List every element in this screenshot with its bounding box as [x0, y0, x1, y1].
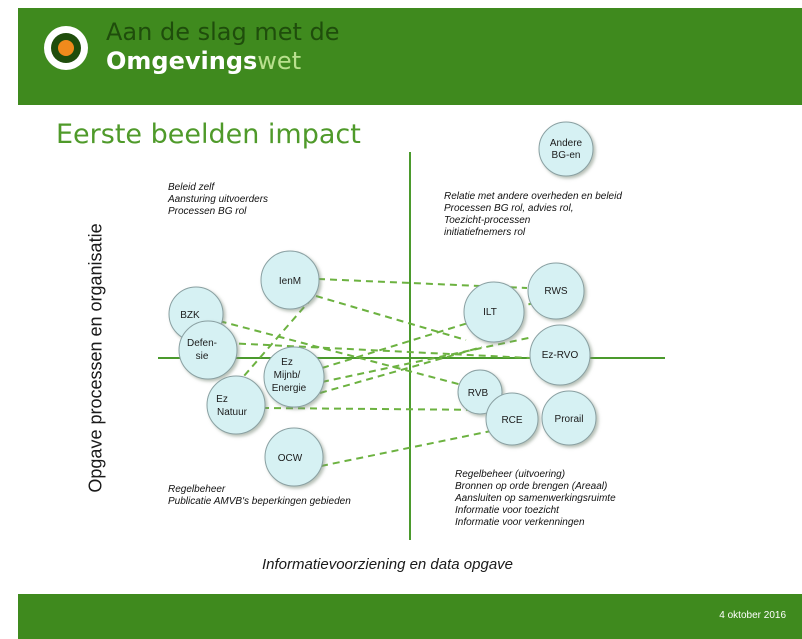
- quadrant-bottom-left-text: Regelbeheer Publicatie AMVB's beperkinge…: [168, 484, 351, 508]
- node-label: RCE: [501, 415, 522, 426]
- quadrant-line: Regelbeheer (uitvoering): [455, 469, 566, 480]
- node-label: ILT: [483, 307, 497, 318]
- link-defensie-ezrvo: [226, 342, 531, 359]
- node-label: OCW: [278, 453, 303, 464]
- node-ienm[interactable]: IenM: [260, 250, 320, 310]
- node-label: Ez-RVO: [542, 350, 579, 361]
- link-ienm-eznatuur: [229, 297, 313, 393]
- node-label: BZK: [180, 310, 200, 321]
- node-label: Energie: [272, 383, 307, 394]
- node-label: Defen-: [187, 338, 217, 349]
- node-ilt[interactable]: ILT: [463, 281, 525, 343]
- quadrant-line: Aansluiten op samenwerkingsruimte: [455, 493, 616, 504]
- node-defensie[interactable]: Defen- sie: [178, 320, 238, 380]
- footer-banner: 4 oktober 2016: [18, 594, 802, 639]
- quadrant-line: Regelbeheer: [168, 484, 226, 495]
- quadrant-line: Toezicht-processen: [444, 215, 531, 226]
- link-ezmijnb-ezrvo: [321, 336, 534, 383]
- quadrant-line: Bronnen op orde brengen (Areaal): [455, 481, 608, 492]
- quadrant-line: Processen BG rol, advies rol,: [444, 203, 574, 214]
- node-label: IenM: [279, 276, 301, 287]
- quadrant-line: Publicatie AMVB's beperkingen gebieden: [168, 496, 351, 507]
- node-ez-natuur[interactable]: Ez Natuur: [206, 375, 266, 435]
- node-label: Prorail: [555, 414, 584, 425]
- node-rce[interactable]: RCE: [485, 392, 539, 446]
- x-axis-label: Informatievoorziening en data opgave: [262, 556, 514, 573]
- node-andere-bg-en[interactable]: Andere BG-en: [538, 121, 594, 177]
- node-label: RVB: [468, 388, 489, 399]
- footer-date: 4 oktober 2016: [719, 610, 786, 621]
- logo-title-line1: Aan de slag met de: [106, 18, 340, 46]
- node-label: RWS: [544, 286, 567, 297]
- quadrant-top-left-text: Beleid zelf Aansturing uitvoerders Proce…: [168, 182, 268, 218]
- node-label: sie: [196, 351, 209, 362]
- quadrant-line: Informatie voor toezicht: [455, 505, 559, 516]
- quadrant-line: Relatie met andere overheden en beleid: [444, 191, 622, 202]
- node-label: BG-en: [552, 150, 581, 161]
- link-bzk-rvb: [207, 317, 463, 386]
- logo-title-line2: Omgevingswet: [106, 47, 301, 75]
- node-label: Andere: [550, 138, 583, 149]
- slide-title: Eerste beelden impact: [56, 119, 361, 150]
- node-ez-mijnb-energie[interactable]: Ez Mijnb/ Energie: [263, 346, 325, 408]
- header-banner: [18, 8, 802, 105]
- quadrant-line: Aansturing uitvoerders: [168, 194, 269, 205]
- quadrant-bottom-right-text: Regelbeheer (uitvoering) Bronnen op orde…: [455, 469, 616, 529]
- quadrant-line: Informatie voor verkenningen: [455, 517, 585, 528]
- node-rws[interactable]: RWS: [527, 262, 585, 320]
- node-ocw[interactable]: OCW: [264, 427, 324, 487]
- target-logo-icon: [44, 26, 88, 70]
- quadrant-line: Processen BG rol: [168, 206, 247, 217]
- node-label: Ez: [281, 357, 293, 368]
- logo-title-bold: Omgevings: [106, 47, 258, 75]
- quadrant-top-right-text: Relatie met andere overheden en beleid P…: [444, 191, 622, 239]
- logo-title-light: wet: [257, 47, 302, 75]
- link-ienm-ilt: [315, 295, 467, 341]
- quadrant-line: Beleid zelf: [168, 182, 215, 193]
- node-ez-rvo[interactable]: Ez-RVO: [529, 324, 591, 386]
- node-label: Mijnb/: [274, 370, 301, 381]
- link-ezmijnb-ilt: [319, 346, 483, 394]
- node-prorail[interactable]: Prorail: [541, 390, 597, 446]
- node-label: Ez: [216, 394, 228, 405]
- link-ocw-rce: [320, 429, 497, 467]
- quadrant-line: initiatiefnemers rol: [444, 227, 526, 238]
- link-eznatuur-rce: [261, 407, 496, 411]
- node-label: Natuur: [217, 407, 248, 418]
